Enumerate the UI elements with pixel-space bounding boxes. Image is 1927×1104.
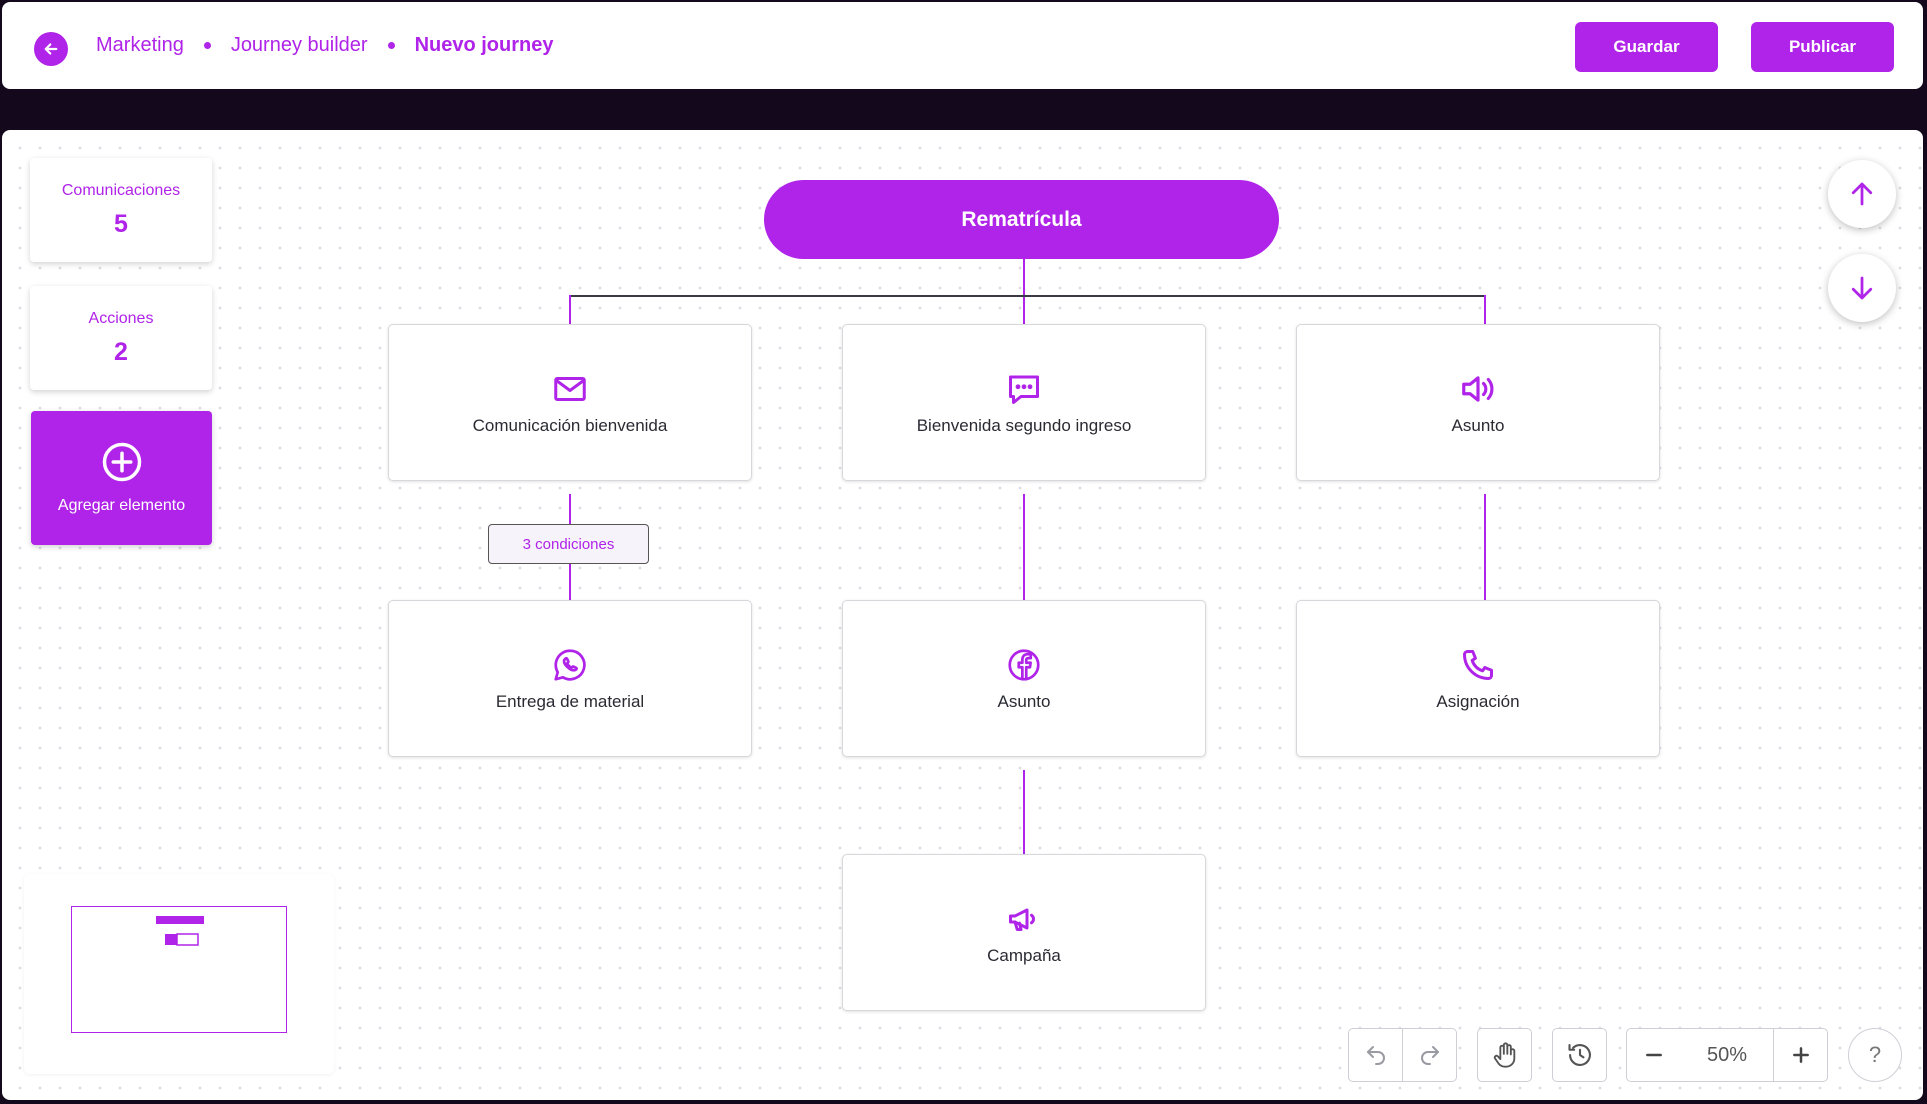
node-title: Comunicación bienvenida [472, 415, 668, 435]
connector-line [569, 295, 1486, 297]
facebook-icon [1005, 646, 1043, 684]
breadcrumb-journey-builder[interactable]: Journey builder [230, 34, 368, 56]
root-node[interactable]: Rematrícula [764, 180, 1279, 259]
node-asignacion[interactable]: Asignación [1296, 600, 1660, 757]
message-icon [1005, 370, 1043, 408]
connector-line [1484, 295, 1486, 337]
breadcrumb-marketing[interactable]: Marketing [96, 34, 184, 56]
breadcrumb: Marketing Journey builder Nuevo journey [96, 34, 553, 57]
minimap-preview [156, 916, 204, 946]
connector-line [1484, 494, 1486, 614]
stat-card-comunicaciones: Comunicaciones 5 [30, 158, 212, 262]
plus-circle-icon [102, 442, 141, 482]
breadcrumb-current: Nuevo journey [414, 34, 554, 56]
minus-icon [1645, 1053, 1662, 1057]
history-icon [1567, 1044, 1591, 1066]
publish-button[interactable]: Publicar [1751, 22, 1894, 72]
conditions-badge[interactable]: 3 condiciones [488, 524, 649, 564]
node-title: Asunto [1451, 415, 1505, 435]
connector-line [1023, 259, 1025, 337]
add-element-label: Agregar elemento [57, 497, 186, 514]
back-button[interactable] [34, 32, 68, 66]
stat-value: 2 [114, 337, 128, 366]
minimap-panel [24, 874, 334, 1074]
top-bar: Marketing Journey builder Nuevo journey … [2, 2, 1923, 89]
scroll-up-button[interactable] [1828, 160, 1896, 228]
whatsapp-icon [551, 646, 589, 684]
undo-button[interactable] [1348, 1028, 1403, 1082]
hand-icon [1493, 1042, 1515, 1068]
stat-label: Acciones [88, 309, 154, 327]
minimap[interactable] [71, 906, 287, 1033]
breadcrumb-separator [387, 42, 395, 49]
zoom-level: 50% [1680, 1028, 1774, 1082]
stat-label: Comunicaciones [61, 181, 181, 199]
arrow-down-icon [1851, 276, 1873, 300]
stat-value: 5 [114, 209, 128, 238]
node-asunto-facebook[interactable]: Asunto [842, 600, 1206, 757]
mail-icon [551, 370, 589, 408]
megaphone-icon [1005, 900, 1043, 938]
undo-icon [1366, 1046, 1385, 1065]
connector-line [1023, 770, 1025, 868]
scroll-down-button[interactable] [1828, 254, 1896, 322]
phone-icon [1459, 646, 1497, 684]
zoom-in-button[interactable] [1773, 1028, 1828, 1082]
stat-card-acciones: Acciones 2 [30, 286, 212, 390]
history-button[interactable] [1552, 1028, 1607, 1082]
node-comunicacion-bienvenida[interactable]: Comunicación bienvenida [388, 324, 752, 481]
journey-canvas[interactable]: Comunicaciones 5 Acciones 2 Agregar elem… [2, 130, 1923, 1100]
breadcrumb-separator [203, 42, 211, 49]
node-entrega-de-material[interactable]: Entrega de material [388, 600, 752, 757]
node-asunto[interactable]: Asunto [1296, 324, 1660, 481]
redo-button[interactable] [1402, 1028, 1457, 1082]
arrow-up-icon [1851, 182, 1873, 206]
node-title: Campaña [987, 945, 1061, 965]
zoom-out-button[interactable] [1626, 1028, 1681, 1082]
node-campana[interactable]: Campaña [842, 854, 1206, 1011]
help-button[interactable]: ? [1848, 1028, 1902, 1082]
redo-icon [1420, 1046, 1439, 1065]
node-title: Asignación [1436, 691, 1520, 711]
arrow-left-icon [44, 43, 58, 55]
plus-icon [1792, 1047, 1809, 1063]
add-element-button[interactable]: Agregar elemento [31, 411, 212, 545]
speaker-icon [1459, 370, 1497, 408]
connector-line [1023, 494, 1025, 614]
node-title: Asunto [997, 691, 1051, 711]
pan-tool-button[interactable] [1477, 1028, 1532, 1082]
save-button[interactable]: Guardar [1575, 22, 1718, 72]
connector-line [569, 295, 571, 337]
node-bienvenida-segundo-ingreso[interactable]: Bienvenida segundo ingreso [842, 324, 1206, 481]
node-title: Entrega de material [495, 691, 645, 711]
node-title: Bienvenida segundo ingreso [916, 415, 1132, 435]
